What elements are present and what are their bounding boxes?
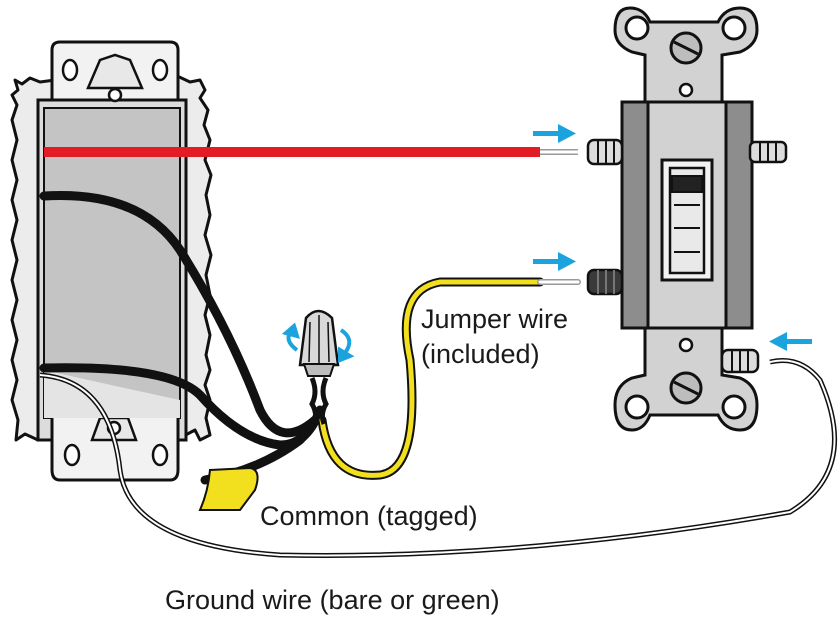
wire-nut-icon [298, 309, 340, 425]
ground-wire-label: Ground wire (bare or green) [165, 585, 500, 615]
jumper-wire [317, 277, 581, 480]
direction-arrow-icon [533, 252, 576, 271]
rotate-arrow-icon [281, 322, 355, 363]
screw-icon [748, 140, 788, 164]
screw-icon [586, 138, 624, 166]
jumper-wire-sublabel: (included) [421, 339, 540, 369]
direction-arrow-icon [533, 124, 576, 143]
screw-icon [720, 348, 760, 374]
switch-toggle [660, 158, 714, 282]
jumper-wire-label: Jumper wire [421, 304, 569, 334]
common-tag [198, 466, 259, 511]
ground-wire [39, 358, 837, 558]
screw-icon [586, 268, 624, 296]
electrical-box [10, 40, 213, 482]
direction-arrow-icon [769, 332, 812, 351]
common-label: Common (tagged) [260, 501, 478, 531]
